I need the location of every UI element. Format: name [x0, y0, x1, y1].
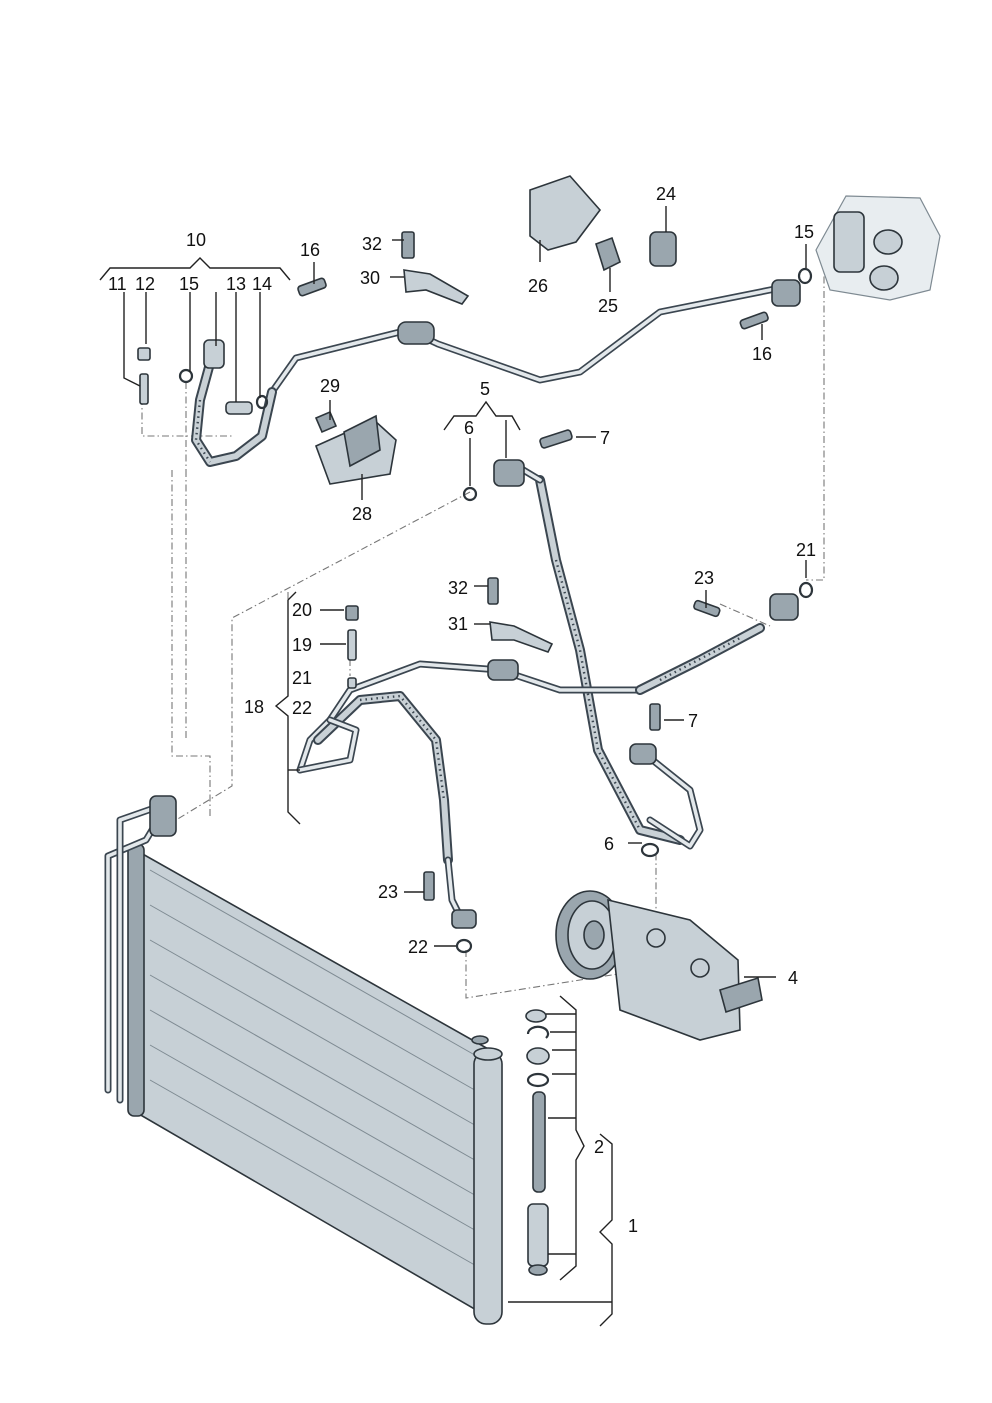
callout-5: 5: [480, 379, 490, 399]
callout-4: 4: [788, 968, 798, 988]
callout-16-left: 16: [300, 240, 320, 260]
pressure-line-5: [462, 429, 685, 845]
callout-29: 29: [320, 376, 340, 396]
leader-lines: [99, 206, 807, 1327]
callout-11: 11: [108, 274, 127, 294]
callout-30: 30: [360, 268, 380, 288]
suction-line-assembly: [137, 267, 813, 467]
callout-22-lower: 22: [408, 937, 428, 957]
callout-6-lower: 6: [604, 834, 614, 854]
brackets-and-clips: [314, 175, 677, 485]
callout-20: 20: [292, 600, 312, 620]
callout-16-right: 16: [752, 344, 772, 364]
callout-7-lower: 7: [688, 711, 698, 731]
callout-13: 13: [226, 274, 246, 294]
callout-26: 26: [528, 276, 548, 296]
callout-18: 18: [244, 697, 264, 717]
callout-14: 14: [252, 274, 272, 294]
condenser-fins: [149, 869, 481, 1269]
callout-23-right: 23: [694, 568, 714, 588]
callout-15-right: 15: [794, 222, 814, 242]
liquid-line-assembly: [296, 577, 814, 954]
assembly-guide-lines: [141, 262, 825, 999]
callout-7-upper: 7: [600, 428, 610, 448]
callout-21-right: 21: [796, 540, 816, 560]
callout-12: 12: [135, 274, 155, 294]
callout-32-lower: 32: [448, 578, 468, 598]
callout-labels: 10 11 12 15 13 14 16 32 30 26 24 25 15 1…: [108, 184, 816, 1236]
callout-25: 25: [598, 296, 618, 316]
compressor: [555, 890, 763, 1041]
callout-21-left: 21: [292, 668, 312, 688]
callout-22-left: 22: [292, 698, 312, 718]
callout-19: 19: [292, 635, 312, 655]
callout-1: 1: [628, 1216, 638, 1236]
callout-6-upper: 6: [464, 418, 474, 438]
callout-23-lower: 23: [378, 882, 398, 902]
callout-15-upper-left: 15: [179, 274, 199, 294]
callout-32-upper: 32: [362, 234, 382, 254]
callout-10: 10: [186, 230, 206, 250]
callout-31: 31: [448, 614, 468, 634]
condenser: [104, 795, 503, 1325]
callout-2: 2: [594, 1137, 604, 1157]
evaporator-inset: [815, 195, 941, 301]
callout-24: 24: [656, 184, 676, 204]
drier-cartridge-parts: [525, 1009, 550, 1276]
callout-28: 28: [352, 504, 372, 524]
